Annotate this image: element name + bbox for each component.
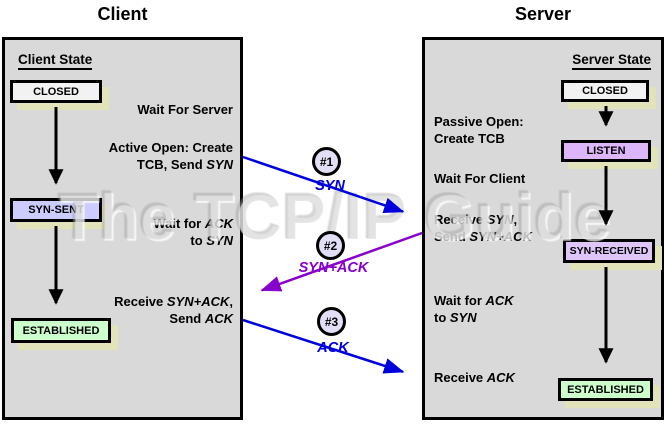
server-state-heading: Server State — [572, 52, 651, 70]
client-state-established: ESTABLISHED — [11, 318, 111, 343]
server-state-syn-received: SYN-RECEIVED — [563, 239, 655, 263]
server-title: Server — [514, 4, 572, 24]
client-panel: Client State CLOSED SYN-SENT ESTABLISHED… — [2, 37, 243, 420]
client-state-syn-sent: SYN-SENT — [10, 198, 102, 222]
server-state-closed: CLOSED — [561, 80, 649, 102]
message-1-circle: #1 — [312, 147, 341, 176]
client-state-heading: Client State — [18, 52, 93, 70]
message-synack-label: SYN+ACK — [298, 260, 369, 276]
server-state-listen: LISTEN — [561, 140, 651, 162]
message-syn-label: SYN — [315, 178, 345, 194]
arrow-ack-message — [242, 318, 405, 374]
server-state-established: ESTABLISHED — [558, 378, 653, 401]
server-note-wait-for-client: Wait For Client — [434, 171, 526, 186]
client-note-receive-synack: Receive SYN+ACK,Send ACK — [114, 294, 233, 326]
client-note-wait-for-server: Wait For Server — [137, 102, 233, 117]
server-note-passive-open: Passive Open:Create TCB — [434, 114, 524, 146]
server-note-receive-syn: Receive SYN,Send SYN+ACK — [434, 212, 532, 244]
arrow-synack-message — [260, 231, 423, 292]
server-note-receive-ack: Receive ACK — [434, 370, 515, 385]
client-state-closed: CLOSED — [10, 80, 102, 103]
message-ack-label: ACK — [317, 340, 349, 356]
client-title: Client — [97, 4, 148, 24]
message-3-circle: #3 — [317, 307, 346, 336]
message-2-circle: #2 — [316, 231, 345, 260]
arrow-syn-message — [242, 155, 405, 214]
server-panel: Server State CLOSED LISTEN SYN-RECEIVED … — [422, 37, 664, 420]
